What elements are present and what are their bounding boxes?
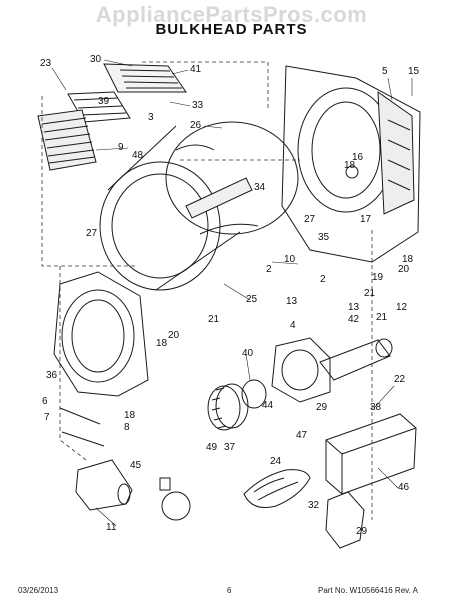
blower-housing-drawing	[271, 337, 393, 403]
callout: 24	[270, 456, 282, 467]
callout: 8	[124, 422, 130, 433]
callout: 9	[118, 142, 124, 153]
callout: 2	[266, 264, 272, 275]
callout: 7	[44, 412, 50, 423]
callout: 49	[206, 442, 218, 453]
front-grille-drawing	[37, 109, 97, 171]
callout: 42	[348, 314, 360, 325]
callout: 21	[364, 288, 376, 299]
callout: 13	[286, 296, 298, 307]
callout: 38	[370, 402, 382, 413]
callout: 11	[106, 522, 117, 533]
callout: 23	[40, 58, 52, 69]
callout: 16	[352, 152, 364, 163]
callout: 46	[398, 482, 410, 493]
heater-element-drawing	[243, 469, 311, 508]
callout: 37	[224, 442, 236, 453]
heater-duct-drawing	[325, 413, 417, 495]
callout: 3	[148, 112, 154, 123]
callout: 18	[402, 254, 414, 265]
page-title: BULKHEAD PARTS	[155, 21, 308, 38]
callout: 18	[124, 410, 136, 421]
callout: 48	[132, 150, 144, 161]
assembly-line-front	[59, 266, 87, 461]
callout: 4	[290, 320, 296, 331]
footer-part-number: Part No. W10566416 Rev. A	[318, 586, 418, 595]
lint-screen-drawing	[67, 63, 187, 123]
callout: 17	[360, 214, 372, 225]
callout: 36	[46, 370, 58, 381]
callout: 30	[90, 54, 102, 65]
callout: 44	[262, 400, 274, 411]
mount-bracket-drawing	[325, 491, 365, 549]
callout: 20	[168, 330, 180, 341]
callout-labels: 30 41 23 39 3 33 9 48 26 5 15 16 18 34 1…	[40, 54, 420, 537]
assembly-line-top	[142, 61, 269, 110]
callout: 2	[320, 274, 326, 285]
callout: 15	[408, 66, 420, 77]
front-bulkhead-drawing	[53, 271, 149, 397]
callout: 45	[130, 460, 142, 471]
callout: 27	[304, 214, 316, 225]
callout: 32	[308, 500, 320, 511]
site-watermark: AppliancePartsPros.com	[95, 2, 368, 27]
drum-drawing	[99, 121, 299, 291]
callout: 5	[382, 66, 388, 77]
callout: 18	[344, 160, 356, 171]
callout: 39	[98, 96, 110, 107]
callout: 35	[318, 232, 330, 243]
seal-strips-drawing	[59, 407, 105, 447]
callout: 20	[398, 264, 410, 275]
callout: 18	[156, 338, 168, 349]
rear-bulkhead-drawing	[281, 65, 421, 263]
assembly-line-left	[41, 96, 136, 267]
callout: 34	[254, 182, 266, 193]
callout: 29	[356, 526, 368, 537]
callout: 25	[246, 294, 258, 305]
callout: 6	[42, 396, 48, 407]
footer-date: 03/26/2013	[18, 586, 59, 595]
callout: 10	[284, 254, 296, 265]
callout: 22	[394, 374, 406, 385]
callout: 21	[208, 314, 220, 325]
callout: 29	[316, 402, 328, 413]
callout: 47	[296, 430, 308, 441]
callout: 33	[192, 100, 204, 111]
callout: 40	[242, 348, 254, 359]
footer-page-number: 6	[227, 586, 232, 595]
callout: 12	[396, 302, 408, 313]
wire-harness-drawing	[159, 477, 191, 521]
callout: 21	[376, 312, 388, 323]
callout: 26	[190, 120, 202, 131]
callout: 13	[348, 302, 360, 313]
exhaust-duct-drawing	[75, 459, 133, 511]
o-ring-drawing	[241, 379, 267, 409]
callout: 27	[86, 228, 98, 239]
callout: 41	[190, 64, 202, 75]
callout: 19	[372, 272, 384, 283]
